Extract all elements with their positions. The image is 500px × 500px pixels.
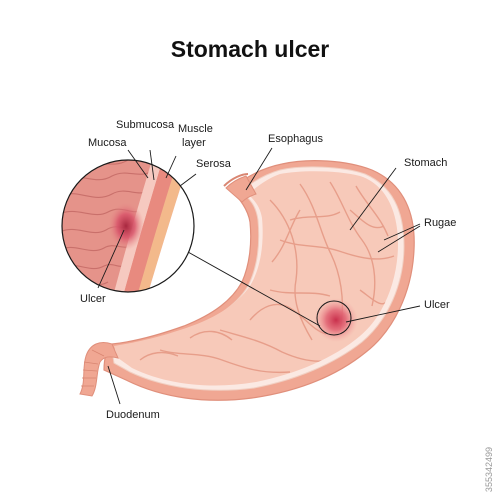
duodenum-rings xyxy=(81,349,105,387)
watermark-id: 355342499 xyxy=(484,446,494,492)
label-ulcer-stomach: Ulcer xyxy=(424,299,450,311)
inset-magnified-view xyxy=(61,159,195,293)
label-stomach: Stomach xyxy=(404,157,447,169)
leader-stomach xyxy=(349,167,397,231)
leader-rugae-2 xyxy=(377,225,421,253)
leader-ulcer-inset xyxy=(97,229,125,289)
leader-rugae-1 xyxy=(383,223,421,241)
leader-muscle xyxy=(165,155,177,179)
label-esophagus: Esophagus xyxy=(268,133,324,145)
leader-serosa xyxy=(179,173,197,187)
leader-submucosa xyxy=(149,149,155,181)
label-duodenum: Duodenum xyxy=(106,409,160,421)
leader-duodenum xyxy=(107,365,121,405)
stomach-ulcer xyxy=(314,298,358,342)
leader-mucosa xyxy=(127,149,149,179)
label-ulcer-inset: Ulcer xyxy=(80,293,106,305)
leader-ulcer-stomach xyxy=(345,305,421,323)
label-submucosa: Submucosa xyxy=(116,119,175,131)
inset-connector-line xyxy=(187,251,321,327)
diagram-title: Stomach ulcer xyxy=(170,36,330,62)
esophagus-tube xyxy=(225,175,257,203)
duodenum-tube xyxy=(79,342,119,397)
rugae-folds xyxy=(139,181,395,374)
leader-esophagus xyxy=(245,147,273,191)
ulcer-highlight-ring xyxy=(316,300,352,336)
esophagus-opening xyxy=(223,173,249,187)
label-muscle-layer-1: Muscle xyxy=(178,123,213,135)
label-serosa: Serosa xyxy=(196,158,232,170)
label-muscle-layer-2: layer xyxy=(182,137,206,149)
label-mucosa: Mucosa xyxy=(88,137,127,149)
label-rugae: Rugae xyxy=(424,217,456,229)
